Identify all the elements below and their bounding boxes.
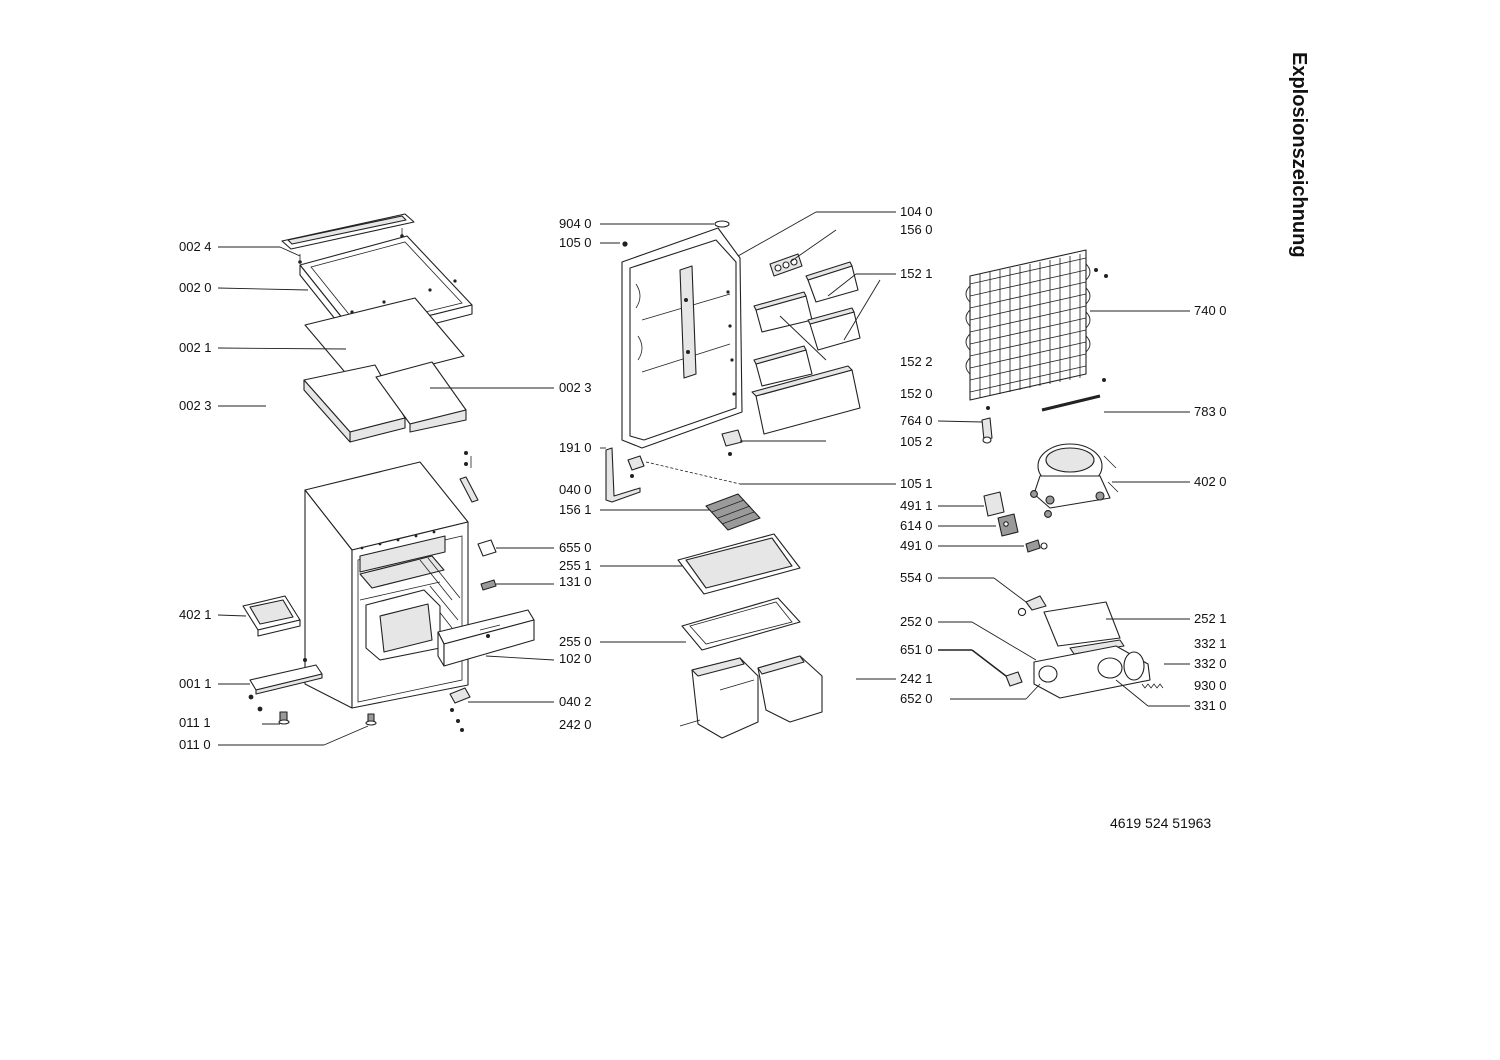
part-label: 242 1 [900, 671, 933, 686]
insulation-blocks [303, 361, 467, 443]
part-label: 002 1 [179, 340, 212, 355]
door-balcony-lower-left [753, 345, 813, 387]
thermostat-housing [1033, 645, 1151, 699]
crisper-drawer-right [757, 655, 823, 723]
part-label: 252 1 [1194, 611, 1227, 626]
part-label: 131 0 [559, 574, 592, 589]
light-cover [477, 539, 497, 557]
lamp-holder [1017, 595, 1047, 617]
part-label: 740 0 [1194, 303, 1227, 318]
part-label: 252 0 [900, 614, 933, 629]
part-label: 904 0 [559, 216, 592, 231]
part-label: 651 0 [900, 642, 933, 657]
spring [1141, 683, 1164, 689]
part-label: 105 1 [900, 476, 933, 491]
door-balcony-mid-right [807, 307, 861, 351]
drier-valve [981, 417, 993, 444]
part-label: 102 0 [559, 651, 592, 666]
door-hinge-bracket [627, 455, 645, 478]
glass-shelf-upper [677, 533, 801, 595]
part-label: 402 1 [179, 607, 212, 622]
condenser-rod [1041, 394, 1101, 412]
part-label: 011 0 [179, 737, 211, 752]
part-label: 783 0 [1194, 404, 1227, 419]
glass-shelf-lower [681, 597, 801, 651]
compressor [1030, 443, 1119, 518]
part-label: 332 0 [1194, 656, 1227, 671]
part-label: 152 2 [900, 354, 933, 369]
part-label: 242 0 [559, 717, 592, 732]
part-label: 105 0 [559, 235, 592, 250]
part-label: 554 0 [900, 570, 933, 585]
part-label: 491 0 [900, 538, 933, 553]
crisper-drawer-left [691, 657, 759, 739]
door-balcony-bottom [751, 365, 861, 435]
upper-hinge [459, 451, 479, 503]
part-label: 255 1 [559, 558, 592, 573]
part-label: 930 0 [1194, 678, 1227, 693]
lower-hinge [449, 687, 471, 732]
part-label: 002 3 [559, 380, 592, 395]
part-label: 332 1 [1194, 636, 1227, 651]
egg-tray [705, 493, 761, 531]
part-label: 764 0 [900, 413, 933, 428]
part-label: 156 1 [559, 502, 592, 517]
starter-relay [997, 513, 1019, 537]
document-number: 4619 524 51963 [1110, 815, 1211, 831]
top-trim-strip [281, 213, 415, 264]
part-label: 191 0 [559, 440, 592, 455]
door-balcony-top-right [805, 261, 859, 303]
thermostat-plate [1069, 639, 1125, 655]
drip-tray [242, 595, 301, 637]
part-label: 002 0 [179, 280, 212, 295]
door-liner [621, 227, 743, 449]
relay-cover [983, 491, 1005, 517]
part-label: 104 0 [900, 204, 933, 219]
part-label: 491 1 [900, 498, 933, 513]
thermostat-connector [1005, 671, 1023, 687]
part-label: 105 2 [900, 434, 933, 449]
relay-clip [1025, 539, 1048, 553]
part-label: 002 3 [179, 398, 212, 413]
part-label: 040 0 [559, 482, 592, 497]
door-stop-bracket [721, 429, 743, 456]
part-label: 652 0 [900, 691, 933, 706]
insulation-sheet [304, 297, 465, 385]
part-label: 614 0 [900, 518, 933, 533]
part-label: 001 1 [179, 676, 212, 691]
adjustable-foot [278, 711, 377, 726]
part-label: 152 0 [900, 386, 933, 401]
part-label: 011 1 [179, 715, 211, 730]
door-cap [714, 220, 730, 228]
door-screw [622, 241, 628, 247]
part-label: 402 0 [1194, 474, 1227, 489]
freezer-flap [437, 609, 535, 667]
part-label: 002 4 [179, 239, 212, 254]
thermostat-knob [480, 579, 497, 591]
part-label: 152 1 [900, 266, 933, 281]
door-balcony-mid-left [753, 291, 813, 333]
light-shade [1043, 601, 1121, 647]
leader-lines [217, 211, 1190, 746]
part-label: 156 0 [900, 222, 933, 237]
cabinet-body [304, 461, 469, 709]
part-label: 255 0 [559, 634, 592, 649]
part-label: 331 0 [1194, 698, 1227, 713]
condenser [965, 249, 1108, 410]
door-gasket [605, 447, 641, 503]
base-rail [248, 658, 323, 712]
part-label: 040 2 [559, 694, 592, 709]
part-label: 655 0 [559, 540, 592, 555]
diagram-title: Explosionszeichnung [1288, 52, 1310, 258]
part-labels: 002 4 002 0 002 1 002 3 402 1 001 1 011 … [179, 204, 1227, 752]
